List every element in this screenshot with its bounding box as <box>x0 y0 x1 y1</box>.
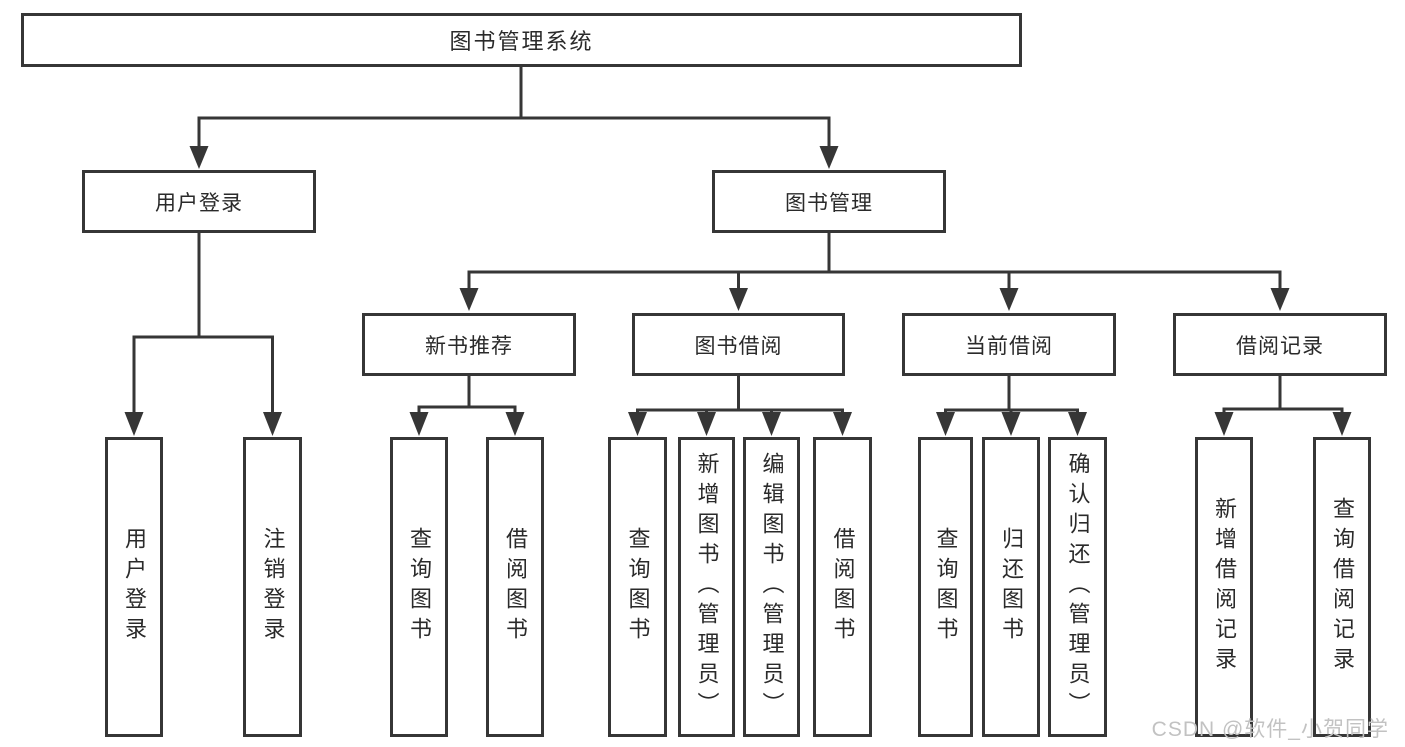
node-book-management-label: 图书管理 <box>785 191 873 215</box>
connector-currentborrow-to-children <box>936 376 1087 436</box>
node-bb-query-books: 查询图书 <box>608 437 667 737</box>
node-current-borrow-label: 当前借阅 <box>965 334 1053 358</box>
node-bb-edit-books-admin-label: 编辑图书（管理员） <box>759 452 785 722</box>
node-nbr-query-books-label: 查询图书 <box>407 527 432 647</box>
node-book-management: 图书管理 <box>712 170 946 233</box>
connector-borrowrecords-to-children <box>1214 376 1352 436</box>
node-cb-return-books: 归还图书 <box>982 437 1040 737</box>
node-bb-borrow-books: 借阅图书 <box>813 437 872 737</box>
connector-userlogin-to-children <box>124 233 282 436</box>
node-logout-label: 注销登录 <box>260 527 286 647</box>
node-bb-borrow-books-label: 借阅图书 <box>830 527 856 647</box>
node-cb-confirm-return-admin: 确认归还（管理员） <box>1048 437 1107 737</box>
node-borrow-records-label: 借阅记录 <box>1236 334 1324 358</box>
node-br-add-record-label: 新增借阅记录 <box>1212 497 1237 677</box>
node-br-add-record: 新增借阅记录 <box>1195 437 1253 737</box>
node-br-query-record-label: 查询借阅记录 <box>1330 497 1355 677</box>
node-new-book-recommend: 新书推荐 <box>362 313 576 376</box>
connector-bookmgmt-to-level3 <box>459 233 1290 311</box>
node-root-system-label: 图书管理系统 <box>449 29 594 54</box>
node-bb-add-books-admin: 新增图书（管理员） <box>678 437 735 737</box>
node-current-borrow: 当前借阅 <box>902 313 1116 376</box>
node-user-login-label: 用户登录 <box>155 191 243 215</box>
node-bb-query-books-label: 查询图书 <box>625 527 651 647</box>
node-cb-return-books-label: 归还图书 <box>999 527 1024 647</box>
node-book-borrow-label: 图书借阅 <box>694 334 783 358</box>
node-user-login-action-label: 用户登录 <box>122 527 147 647</box>
node-new-book-recommend-label: 新书推荐 <box>425 334 513 358</box>
node-cb-query-books-label: 查询图书 <box>933 527 959 647</box>
node-br-query-record: 查询借阅记录 <box>1313 437 1371 737</box>
connector-bookborrow-to-children <box>628 376 852 436</box>
connector-root-to-level2 <box>189 67 839 169</box>
node-user-login: 用户登录 <box>82 170 316 233</box>
node-bb-edit-books-admin: 编辑图书（管理员） <box>743 437 800 737</box>
node-borrow-records: 借阅记录 <box>1173 313 1387 376</box>
node-logout: 注销登录 <box>243 437 302 737</box>
node-nbr-query-books: 查询图书 <box>390 437 448 737</box>
node-nbr-borrow-books-label: 借阅图书 <box>503 527 528 647</box>
node-book-borrow: 图书借阅 <box>632 313 845 376</box>
node-root-system: 图书管理系统 <box>21 13 1022 67</box>
node-bb-add-books-admin-label: 新增图书（管理员） <box>694 452 720 722</box>
connector-newbookrec-to-children <box>409 376 525 436</box>
node-cb-query-books: 查询图书 <box>918 437 973 737</box>
node-cb-confirm-return-admin-label: 确认归还（管理员） <box>1065 452 1091 722</box>
node-nbr-borrow-books: 借阅图书 <box>486 437 544 737</box>
node-user-login-action: 用户登录 <box>105 437 163 737</box>
